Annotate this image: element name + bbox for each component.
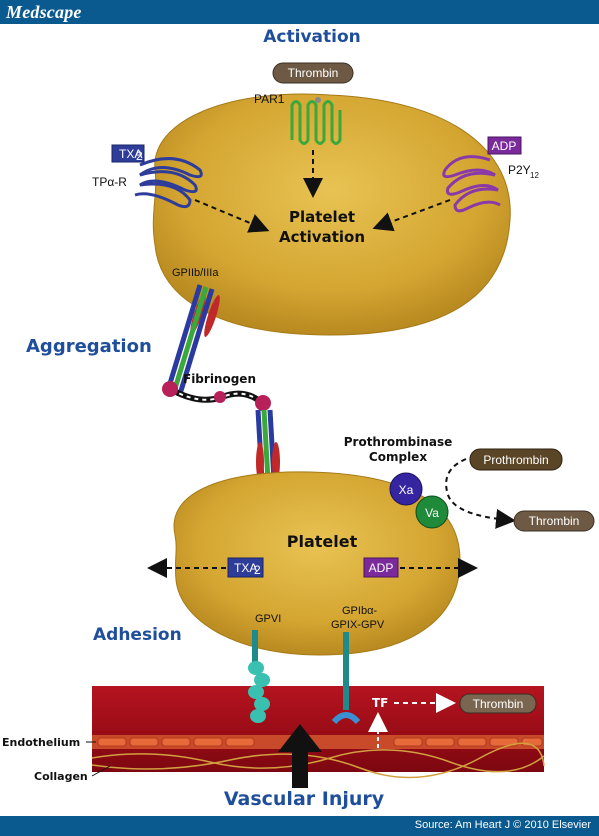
fibrinogen-molecule bbox=[162, 381, 271, 411]
adp-release-box: ADP bbox=[363, 557, 399, 578]
svg-text:ADP: ADP bbox=[369, 561, 394, 575]
collagen-pointer bbox=[91, 765, 111, 777]
vascular-injury-title: Vascular Injury bbox=[224, 788, 385, 810]
gpvi-label: GPVI bbox=[255, 613, 281, 625]
txa2-arrow bbox=[194, 199, 270, 233]
tpa-r-label: TPα-R bbox=[92, 175, 127, 189]
adp-arrow bbox=[372, 199, 451, 232]
endothelium-label: Endothelium bbox=[2, 736, 80, 749]
svg-text:ADP: ADP bbox=[492, 139, 517, 153]
p2y12-label: P2Y 12 bbox=[508, 163, 539, 180]
gpiib-iiia-receptor-top bbox=[165, 284, 220, 395]
gpiib-iiia-receptor-bottom bbox=[255, 409, 280, 482]
endothelial-cells bbox=[97, 737, 543, 747]
gpib-label-line1: GPIbα- bbox=[342, 605, 377, 617]
svg-text:Thrombin: Thrombin bbox=[529, 514, 580, 528]
platelet-diagram: Activation Aggregation Adhesion Vascular… bbox=[2, 27, 595, 810]
source-credit: Source: Am Heart J © 2010 Elsevier bbox=[414, 819, 591, 831]
bottom-bar: Source: Am Heart J © 2010 Elsevier bbox=[0, 816, 599, 836]
prothrombinase-line2: Complex bbox=[369, 450, 427, 464]
svg-text:Va: Va bbox=[425, 506, 439, 520]
par1-label: PAR1 bbox=[254, 92, 285, 106]
prothrombin-pill: Prothrombin bbox=[469, 448, 563, 471]
medscape-logo: Medscape bbox=[6, 2, 82, 22]
fibrinogen-label: Fibrinogen bbox=[183, 372, 256, 386]
svg-text:TXA: TXA bbox=[119, 147, 142, 161]
vascular-injury-arrow bbox=[278, 724, 322, 788]
gpvi-receptor bbox=[248, 630, 270, 723]
activated-platelet bbox=[152, 93, 511, 336]
collagen-label: Collagen bbox=[34, 770, 88, 783]
top-bar: Medscape bbox=[0, 0, 599, 24]
svg-text:2: 2 bbox=[254, 563, 261, 577]
thrombin-pill-top: Thrombin bbox=[272, 62, 354, 84]
gpiib-iiia-label: GPIIb/IIIa bbox=[172, 267, 219, 279]
platelet-label: Platelet bbox=[287, 532, 358, 551]
txa2-release-box: TXA 2 bbox=[227, 557, 264, 578]
prothrombinase-line1: Prothrombinase bbox=[344, 435, 453, 449]
prothrombin-conversion-arrow bbox=[445, 458, 516, 529]
adhesion-title: Adhesion bbox=[93, 625, 182, 645]
svg-text:Prothrombin: Prothrombin bbox=[483, 453, 548, 467]
xa-factor: Xa bbox=[389, 472, 423, 506]
par1-receptor bbox=[290, 97, 342, 145]
tf-label: TF bbox=[372, 696, 388, 710]
tpa-r-receptor bbox=[134, 157, 203, 209]
svg-text:2: 2 bbox=[136, 149, 143, 163]
platelet-activation-line2: Activation bbox=[279, 228, 365, 246]
thrombin-pill-bottom: Thrombin bbox=[459, 693, 537, 714]
va-factor: Va bbox=[415, 495, 449, 529]
aggregation-title: Aggregation bbox=[26, 336, 152, 357]
svg-text:Xa: Xa bbox=[399, 483, 414, 497]
adp-receptor-box: ADP bbox=[487, 136, 522, 155]
thrombin-pill-mid: Thrombin bbox=[513, 510, 595, 532]
p2y12-receptor bbox=[442, 155, 501, 213]
svg-text:Thrombin: Thrombin bbox=[473, 697, 524, 711]
gpib-label-line2: GPIX-GPV bbox=[331, 619, 385, 631]
txa2-receptor-box: TXA 2 bbox=[111, 144, 145, 163]
activation-title: Activation bbox=[263, 27, 360, 47]
svg-text:P2Y: P2Y bbox=[508, 163, 531, 177]
collagen-fibers bbox=[91, 742, 545, 779]
platelet-activation-line1: Platelet bbox=[289, 208, 355, 226]
svg-text:Thrombin: Thrombin bbox=[288, 66, 339, 80]
platelet bbox=[173, 471, 461, 656]
svg-text:TXA: TXA bbox=[234, 561, 257, 575]
svg-text:12: 12 bbox=[530, 171, 539, 180]
gpib-receptor bbox=[331, 632, 361, 725]
